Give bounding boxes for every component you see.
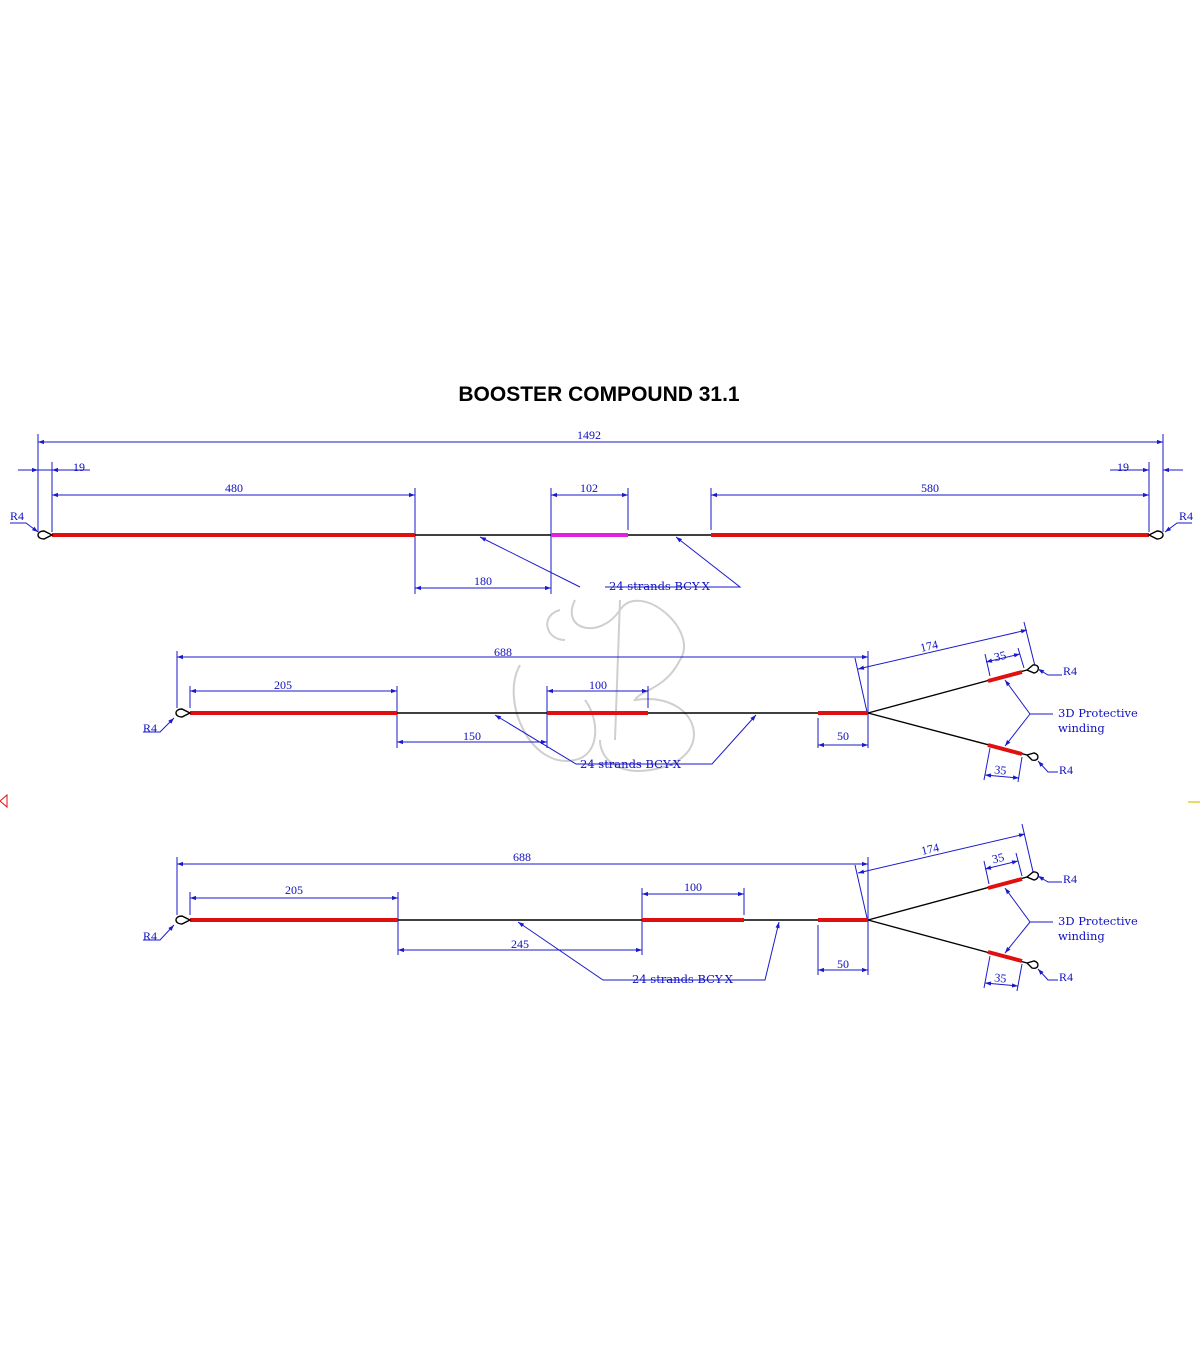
dim-gap-label: 245 bbox=[511, 937, 529, 951]
winding-label-line1: 3D Protective bbox=[1058, 914, 1138, 928]
leader-material-a bbox=[517, 921, 763, 981]
radius-top-label: R4 bbox=[1063, 664, 1077, 678]
dim-cable-length-label: 688 bbox=[513, 850, 531, 864]
dim-leg-length bbox=[857, 833, 1026, 874]
loop-top bbox=[1025, 664, 1040, 674]
ext-line bbox=[1021, 823, 1035, 877]
loop-bottom bbox=[1025, 960, 1039, 970]
leader-radius-top bbox=[1037, 875, 1062, 883]
edge-mark-left bbox=[0, 793, 8, 809]
leader-material-b bbox=[675, 536, 742, 588]
radius-right-label: R4 bbox=[1179, 509, 1193, 523]
radius-left-label: R4 bbox=[143, 929, 157, 943]
radius-left-label: R4 bbox=[143, 721, 157, 735]
leader-material-a bbox=[494, 714, 710, 765]
material-label: 24 strands BCY-X bbox=[609, 579, 711, 593]
dim-serving-left-label: 480 bbox=[225, 481, 243, 495]
serving-leg-bottom bbox=[987, 950, 1023, 963]
radius-bottom-label: R4 bbox=[1059, 763, 1073, 777]
loop-left bbox=[175, 915, 192, 925]
material-label: 24 strands BCY-X bbox=[632, 972, 734, 986]
leader-radius-left bbox=[143, 924, 175, 941]
leader-winding-top bbox=[1004, 679, 1053, 715]
loop-bottom bbox=[1025, 752, 1039, 762]
dim-leg-serving-top bbox=[984, 860, 1019, 870]
dim-leg-serving-top-label: 35 bbox=[991, 850, 1006, 866]
dim-center-serving-label: 102 bbox=[580, 481, 598, 495]
dim-leg-serving-bottom bbox=[984, 981, 1019, 988]
loop-left bbox=[175, 708, 192, 718]
dim-end-left-label: 19 bbox=[73, 460, 85, 474]
dim-serving-mid-label: 100 bbox=[684, 880, 702, 894]
leader-radius-bottom bbox=[1037, 760, 1058, 773]
leader-radius-left bbox=[10, 522, 39, 533]
material-label: 24 strands BCY-X bbox=[580, 757, 682, 771]
loop-right bbox=[1147, 530, 1164, 540]
ext-line bbox=[1017, 647, 1025, 669]
cable-1-drawing: 688 205 100 150 50 174 35 35 bbox=[143, 621, 1138, 783]
radius-left-label: R4 bbox=[10, 509, 24, 523]
dim-leg-length bbox=[857, 629, 1028, 670]
dim-gap-label: 180 bbox=[474, 574, 492, 588]
dim-serving-end-label: 205 bbox=[285, 883, 303, 897]
ext-line bbox=[854, 864, 868, 919]
radius-bottom-label: R4 bbox=[1059, 970, 1073, 984]
dim-cable-length-label: 688 bbox=[494, 645, 512, 659]
dim-leg-serving-top-label: 35 bbox=[993, 648, 1008, 664]
winding-label-line2: winding bbox=[1058, 721, 1105, 735]
ext-line bbox=[1016, 963, 1023, 992]
dim-leg-serving-top bbox=[985, 653, 1021, 663]
leader-material-a bbox=[480, 537, 739, 588]
dim-serving-end-label: 205 bbox=[274, 678, 292, 692]
dim-leg-length-label: 174 bbox=[920, 840, 941, 858]
ext-line bbox=[983, 860, 990, 885]
loop-left bbox=[37, 530, 54, 540]
leader-winding-bottom bbox=[1004, 713, 1031, 747]
dim-split-serving-label: 50 bbox=[837, 957, 849, 971]
leader-winding-top bbox=[1004, 887, 1053, 923]
leader-radius-right bbox=[1164, 522, 1192, 533]
ext-line bbox=[1015, 852, 1023, 877]
dim-total-label: 1492 bbox=[577, 428, 601, 442]
leader-radius-left bbox=[143, 717, 175, 733]
serving-leg-top bbox=[987, 877, 1023, 890]
leader-radius-bottom bbox=[1037, 968, 1058, 981]
radius-top-label: R4 bbox=[1063, 872, 1077, 886]
ext-line bbox=[1023, 621, 1037, 671]
dim-leg-length-label: 174 bbox=[919, 637, 940, 655]
dim-leg-serving-bottom-label: 35 bbox=[994, 762, 1007, 777]
dim-serving-right-label: 580 bbox=[921, 481, 939, 495]
winding-label-line2: winding bbox=[1058, 929, 1105, 943]
dim-gap-label: 150 bbox=[463, 729, 481, 743]
leader-material-b bbox=[740, 921, 780, 981]
dim-split-serving-label: 50 bbox=[837, 729, 849, 743]
leader-winding-bottom bbox=[1004, 921, 1031, 954]
bowstring-drawing: 1492 19 19 480 102 580 180 R4 R4 bbox=[10, 428, 1193, 594]
winding-label-line1: 3D Protective bbox=[1058, 706, 1138, 720]
serving-leg-bottom bbox=[987, 743, 1023, 756]
diagram-title: BOOSTER COMPOUND 31.1 bbox=[458, 383, 740, 406]
ext-line bbox=[854, 657, 868, 713]
cable-2-drawing: 688 205 100 245 50 174 35 35 bbox=[143, 823, 1138, 992]
serving-leg-top bbox=[987, 670, 1023, 683]
dim-leg-serving-bottom bbox=[984, 773, 1020, 780]
leader-material-b bbox=[690, 714, 757, 765]
ext-line bbox=[984, 653, 991, 677]
dim-end-right-label: 19 bbox=[1117, 460, 1129, 474]
loop-top bbox=[1025, 871, 1040, 881]
dim-leg-serving-bottom-label: 35 bbox=[994, 970, 1007, 985]
leader-radius-top bbox=[1037, 668, 1062, 676]
dim-serving-mid-label: 100 bbox=[589, 678, 607, 692]
